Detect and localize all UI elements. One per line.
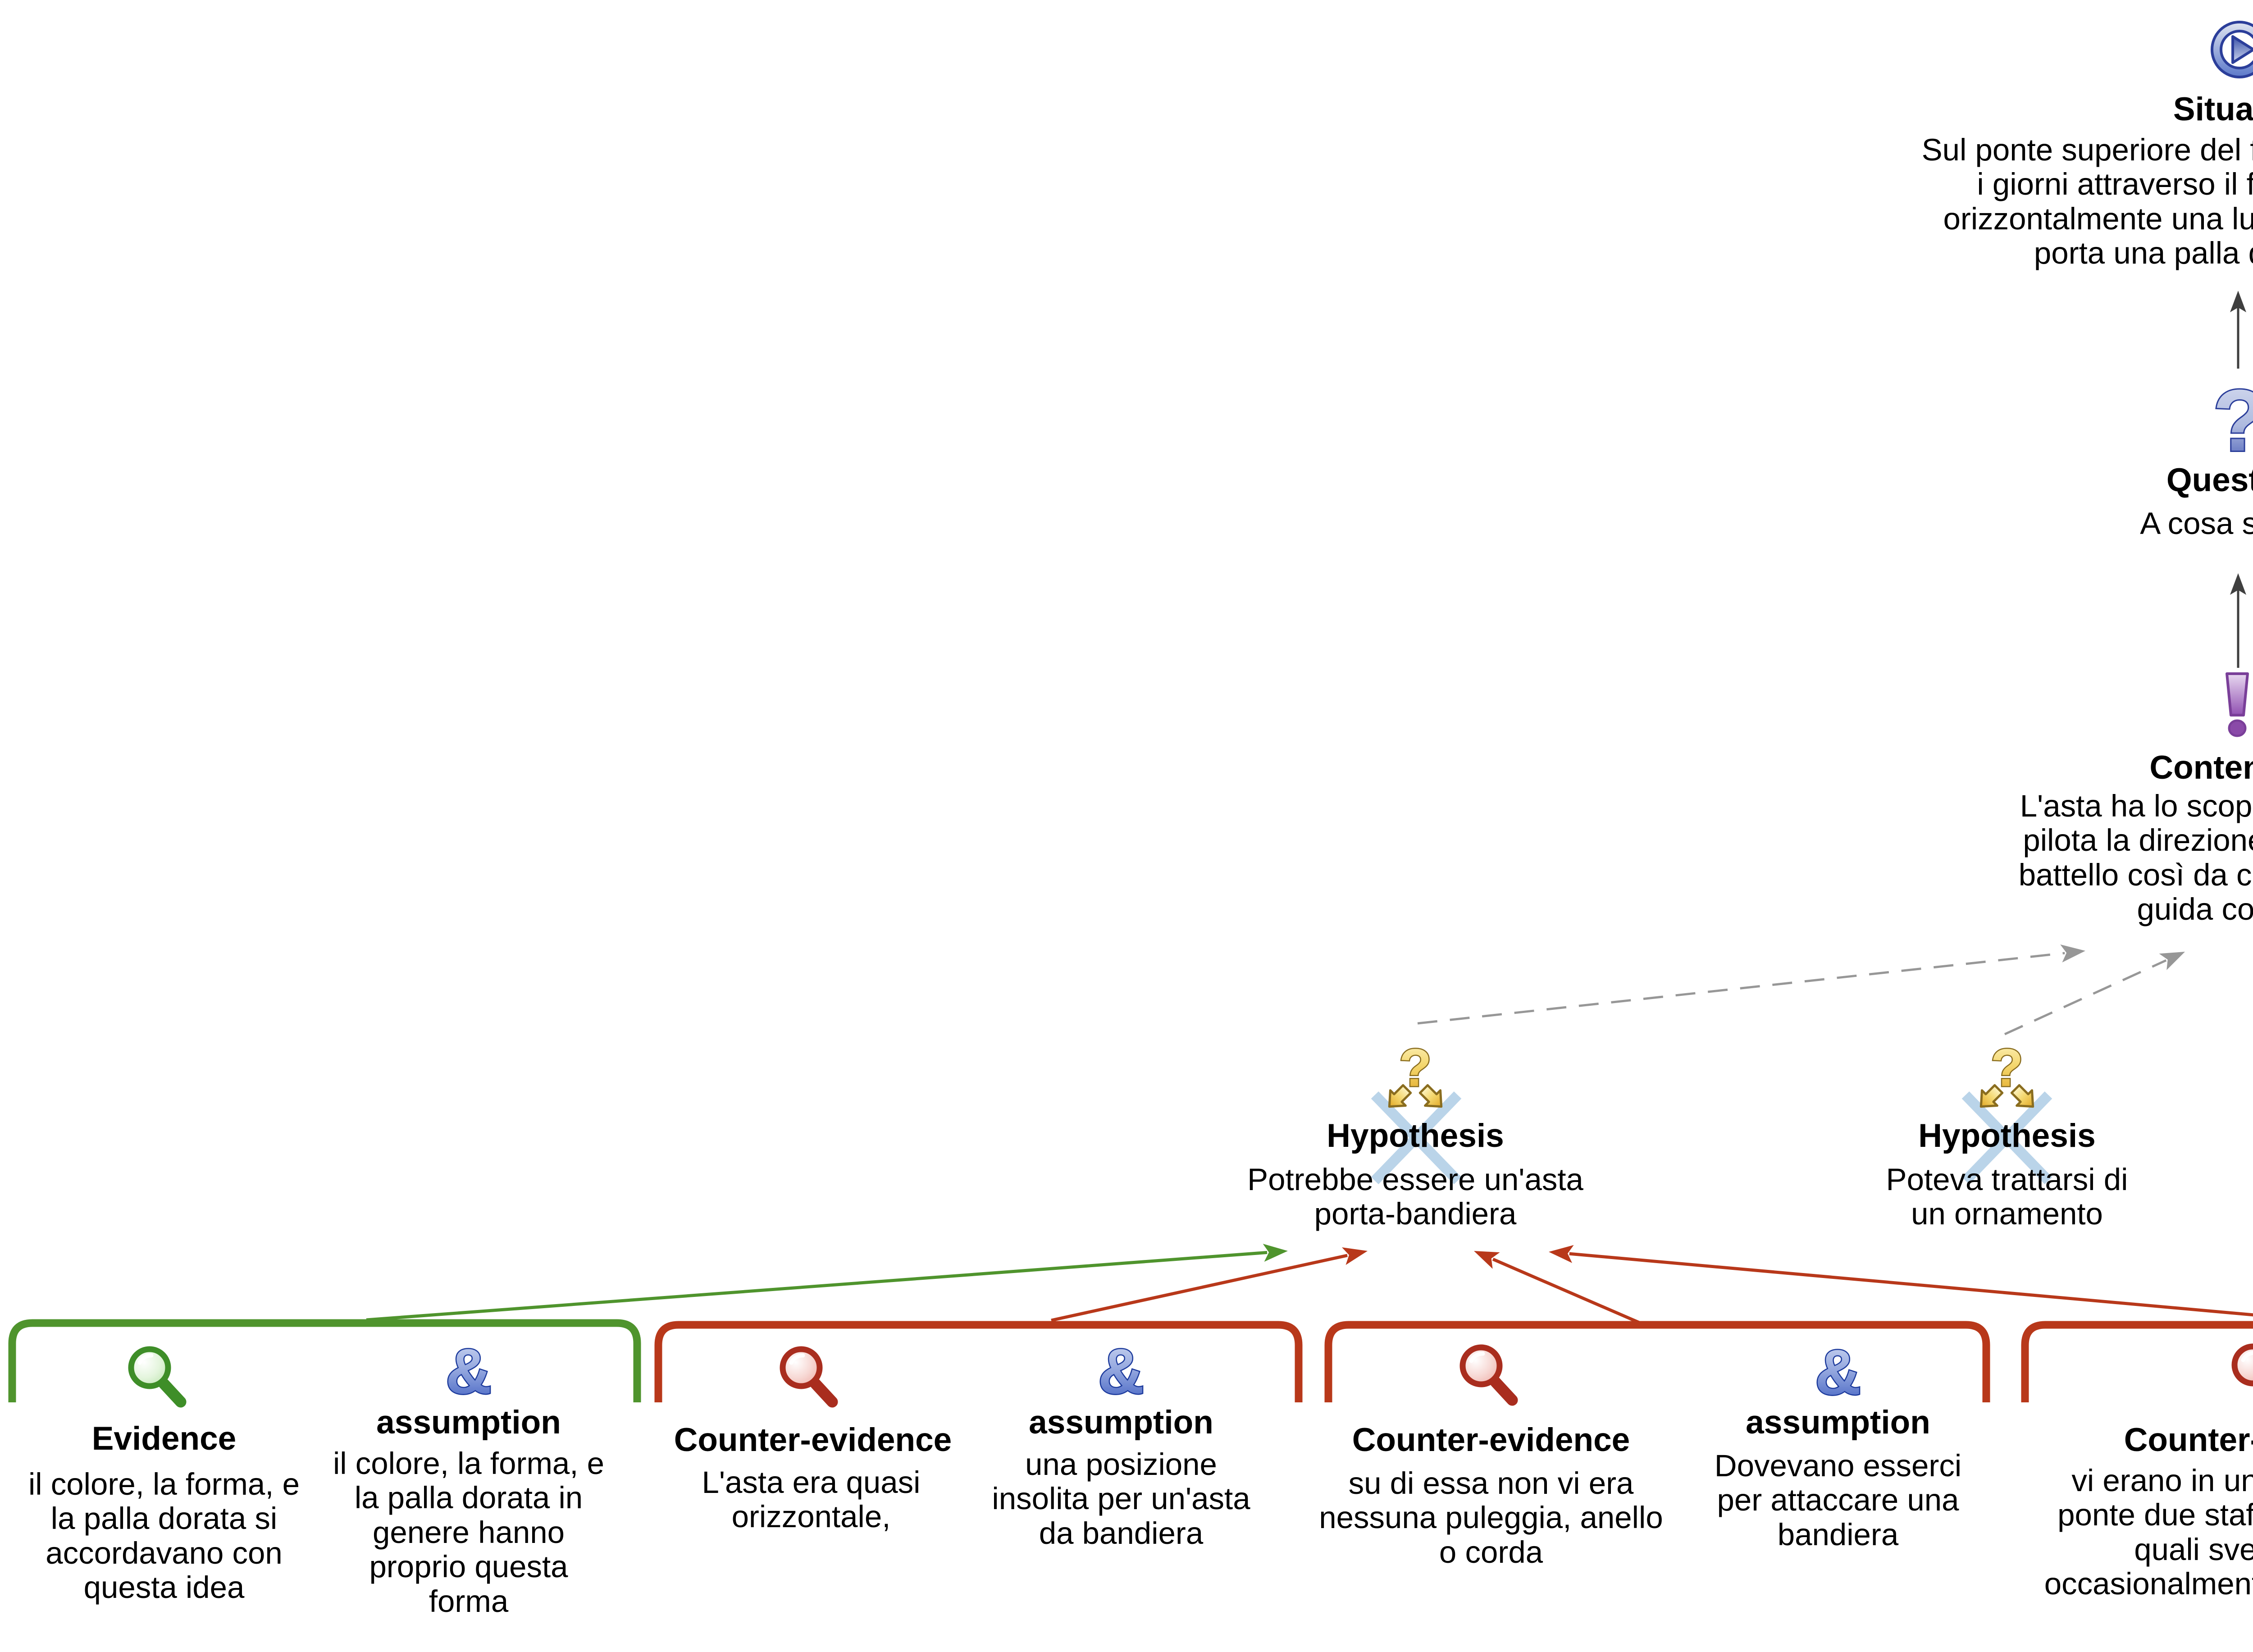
svg-text:&: & bbox=[446, 1336, 492, 1407]
svg-text:?: ? bbox=[2213, 372, 2253, 470]
svg-text:&: & bbox=[1098, 1336, 1145, 1407]
svg-text:&: & bbox=[1815, 1337, 1861, 1408]
